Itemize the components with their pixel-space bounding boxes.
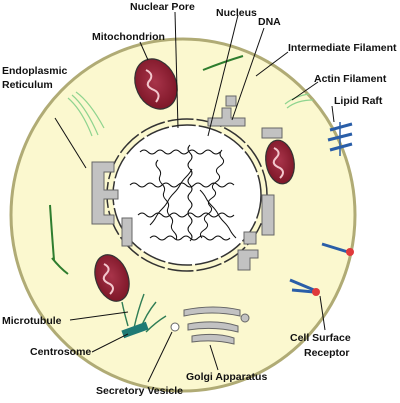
golgi-apparatus: [183, 306, 250, 345]
nuclear-envelope-inner: [112, 124, 262, 266]
label-lipid-raft: Lipid Raft: [334, 95, 383, 107]
mitochondrion-right: [265, 139, 295, 185]
mitochondrion-top: [134, 58, 178, 110]
label-centrosome: Centrosome: [30, 346, 91, 358]
label-cell-surface-line1: Cell Surface: [290, 332, 351, 344]
label-cell-surface-line2: Receptor: [304, 347, 350, 359]
actin-filaments: [67, 91, 314, 137]
label-golgi-apparatus: Golgi Apparatus: [186, 371, 267, 383]
label-secretory-vesicle: Secretory Vesicle: [96, 385, 183, 397]
label-endoplasmic-reticulum-line2: Reticulum: [2, 79, 53, 91]
nucleus: [106, 118, 268, 272]
lipid-raft: [327, 122, 353, 156]
dna-chromatin: [129, 144, 237, 242]
secretory-vesicle: [170, 322, 180, 332]
label-dna: DNA: [258, 16, 281, 28]
endoplasmic-reticulum: [91, 95, 283, 271]
intermediate-filaments: [49, 55, 244, 275]
label-mitochondrion: Mitochondrion: [92, 31, 165, 43]
label-microtubule: Microtubule: [2, 315, 62, 327]
label-intermediate-filament: Intermediate Filament: [288, 42, 397, 54]
label-actin-filament: Actin Filament: [314, 73, 387, 85]
leader-lines: [54, 11, 335, 383]
centrosome: [121, 321, 149, 339]
receptor-lower: [289, 278, 320, 296]
label-nucleus: Nucleus: [216, 7, 257, 19]
mitochondrion-bottom: [94, 254, 130, 302]
label-nuclear-pore: Nuclear Pore: [130, 1, 195, 13]
label-endoplasmic-reticulum-line1: Endoplasmic: [2, 65, 68, 77]
receptor-upper: [321, 242, 354, 256]
